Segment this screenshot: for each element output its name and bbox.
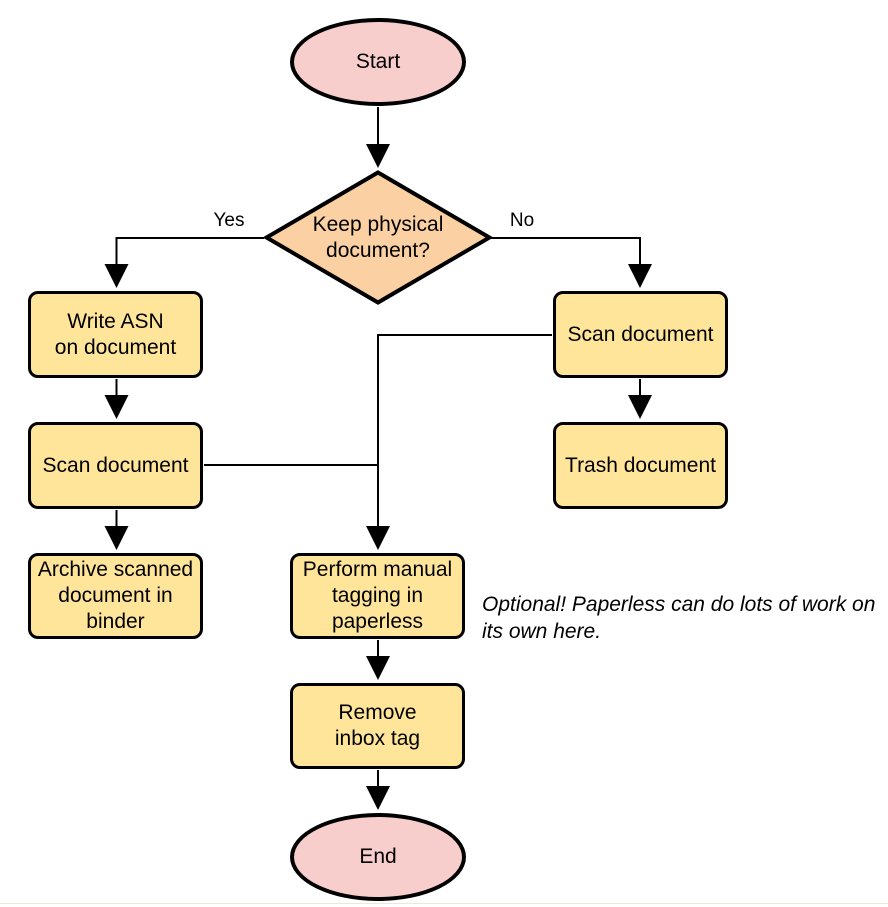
node-scan-document-right: Scan document <box>553 291 728 378</box>
diamond-shape <box>263 170 493 305</box>
edge-decision-yes-to-write-asn <box>104 237 264 288</box>
node-scan-document-left: Scan document <box>28 422 203 509</box>
node-end: End <box>290 813 466 901</box>
node-start: Start <box>290 18 466 106</box>
edge-scan-right-to-tagging <box>366 334 552 550</box>
node-archive-scanned-document: Archive scanned document in binder <box>28 553 203 639</box>
node-decision-keep-physical-document: Keep physical document? <box>263 170 493 305</box>
edge-decision-no-to-scan-right <box>491 237 652 288</box>
note-optional-paperless: Optional! Paperless can do lots of work … <box>482 593 876 643</box>
node-trash-document: Trash document <box>553 422 728 509</box>
page-bottom-divider <box>0 903 888 904</box>
node-write-asn-on-document: Write ASN on document <box>28 291 203 378</box>
node-remove-inbox-tag: Remove inbox tag <box>290 683 465 769</box>
edge-label-no: No <box>507 210 537 232</box>
decision-label: Keep physical document? <box>312 212 444 262</box>
edge-label-yes: Yes <box>211 210 247 232</box>
node-perform-manual-tagging: Perform manual tagging in paperless <box>290 553 465 639</box>
